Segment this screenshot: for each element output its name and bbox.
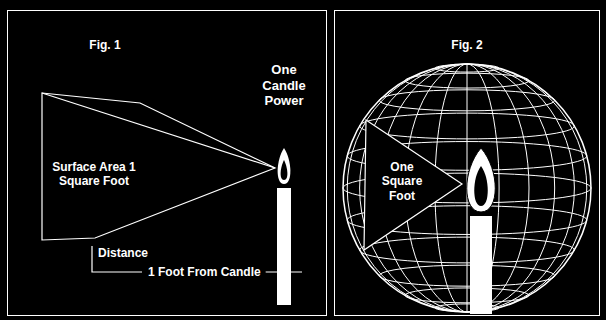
distance-value: 1 Foot From Candle — [148, 265, 261, 279]
distance-label: Distance — [98, 246, 148, 260]
panel-frame — [8, 11, 327, 316]
panel-frame — [335, 11, 600, 316]
sphere-grid — [343, 64, 591, 312]
surface-area-label: Surface Area 1 Square Foot — [52, 160, 136, 189]
square-foot-label: One Square Foot — [378, 160, 426, 203]
square-foot-wedge — [364, 120, 462, 250]
candle-power-label: One Candle Power — [256, 62, 312, 109]
candle-body — [277, 188, 291, 305]
light-cone — [42, 93, 275, 240]
flame-core — [281, 160, 288, 180]
candle-flame — [467, 148, 496, 212]
candle-flame — [278, 148, 291, 184]
flame-core — [474, 166, 488, 206]
figure-label: Fig. 1 — [80, 38, 130, 52]
candle-body — [470, 216, 492, 314]
figure-label: Fig. 2 — [442, 38, 492, 52]
